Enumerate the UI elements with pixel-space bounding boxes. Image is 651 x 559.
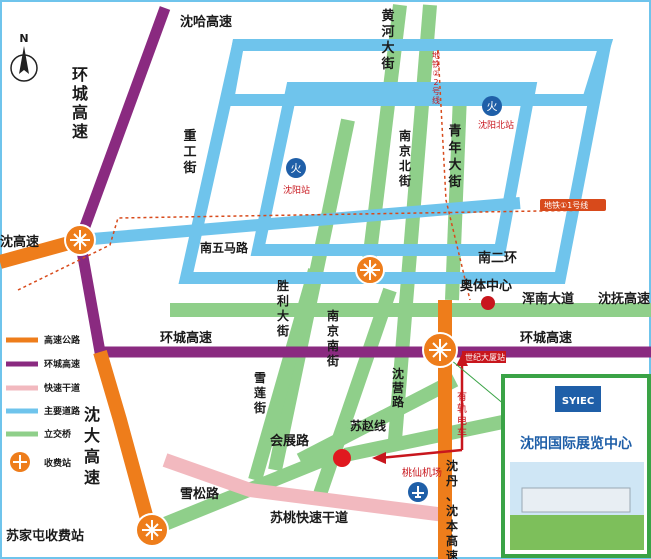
metro-line1-badge — [540, 199, 606, 211]
svg-text:火: 火 — [487, 100, 498, 113]
legend-label-main: 主要道路 — [44, 405, 81, 417]
label-shendan: 沈丹、沈本高速 — [446, 458, 458, 559]
venue-marker — [333, 449, 351, 467]
compass-n-label: N — [19, 32, 28, 45]
label-zhonggong: 重工街 — [182, 128, 196, 176]
label-shenyang-station: 沈阳站 — [283, 184, 310, 196]
olympic-center-marker — [481, 296, 495, 310]
label-xuesong: 雪松路 — [180, 486, 220, 502]
interchange-markers — [64, 224, 458, 547]
label-sutao: 苏桃快速干道 — [270, 510, 348, 526]
legend-label-toll: 收费站 — [44, 457, 71, 469]
interchange-icon-center — [355, 255, 385, 285]
place-labels: 沈阳站 沈阳北站 奥体中心 世纪大厦站 桃仙机场 地铁①1号线 — [283, 119, 606, 479]
label-nanwuma: 南五马路 — [200, 240, 249, 255]
label-suzhao: 苏赵线 — [350, 418, 386, 433]
label-shiji-dasha: 世纪大厦站 — [465, 352, 505, 362]
label-huancheng-right: 环城高速 — [520, 330, 572, 346]
label-tram: 有轨电车 — [457, 390, 467, 439]
legend-toll-icon — [10, 452, 30, 472]
label-shenyang-north: 沈阳北站 — [478, 119, 514, 131]
label-shenha: 沈哈高速 — [180, 14, 232, 30]
road-nanjing-south — [311, 287, 397, 503]
airport-icon — [408, 482, 428, 502]
legend-label-highway: 高速公路 — [44, 334, 81, 346]
label-metro-line1: 地铁①1号线 — [544, 200, 588, 210]
tram-arrow-head — [372, 452, 386, 464]
label-nan-erhuan: 南二环 — [478, 250, 517, 266]
highway-shenda — [93, 350, 157, 532]
label-shenfu: 沈抚高速 — [598, 291, 650, 307]
metro-lines — [17, 49, 601, 301]
legend-label-ring: 环城高速 — [44, 358, 80, 370]
road-qingnian — [445, 94, 467, 301]
label-nanjing-bei: 南京北街 — [398, 128, 411, 188]
label-shenda: 沈大高速 — [84, 405, 100, 487]
road-nanjing-north — [388, 4, 437, 441]
toll-icon-west — [64, 224, 96, 256]
legend: 高速公路 环城高速 快速干道 主要道路 立交桥 收费站 — [6, 334, 81, 472]
road-second-ring — [178, 39, 613, 284]
venue-card: SYIEC 沈阳国际展览中心 — [501, 374, 651, 558]
road-sutao — [162, 453, 446, 522]
label-shenying: 沈营路 — [392, 366, 405, 409]
pointer-line — [444, 354, 506, 406]
label-shengli: 胜利大街 — [276, 278, 289, 338]
vertical-labels: 环城高速 黄河大街 重工街 南京北街 青年大街 胜利大街 南京南街 雪莲街 沈营… — [72, 8, 467, 559]
label-huancheng-vertical: 环城高速 — [72, 65, 88, 141]
toll-icon-century — [422, 332, 458, 368]
legend-label-express: 快速干道 — [44, 382, 80, 394]
label-sujiatun: 苏家屯收费站 — [6, 528, 84, 544]
label-qingnian: 青年大街 — [447, 123, 461, 190]
road-inner-ring — [250, 82, 538, 256]
ring-nw — [74, 6, 171, 242]
label-huizhan: 会展路 — [270, 433, 310, 449]
compass-arrow-icon — [19, 46, 29, 74]
shenyang-north-station-icon: 火 — [482, 96, 502, 116]
century-badge — [462, 351, 506, 363]
metro-line1 — [17, 209, 601, 291]
station-icons: 火 火 — [286, 96, 502, 502]
label-xuelian: 雪莲街 — [253, 371, 266, 415]
tram-line-horizontal — [379, 448, 463, 460]
blue-roads — [79, 39, 614, 284]
label-nanjing-nan: 南京南街 — [326, 308, 339, 368]
toll-icon-sujiatun — [135, 513, 169, 547]
compass: N — [10, 32, 38, 82]
venue-logo-text: SYIEC — [562, 396, 594, 407]
venue-photo-building — [521, 487, 631, 513]
road-nanwuma-west — [79, 197, 521, 246]
venue-photo-ground — [510, 515, 644, 550]
label-airport: 桃仙机场 — [402, 466, 442, 479]
road-labels: 沈哈高速 沈高速 南五马路 南二环 浑南大道 沈抚高速 环城高速 环城高速 会展… — [0, 14, 650, 544]
legend-label-interchange: 立交桥 — [44, 428, 72, 440]
shenyang-station-icon: 火 — [286, 158, 306, 178]
venue-name: 沈阳国际展览中心 — [520, 435, 632, 452]
label-hunnan: 浑南大道 — [522, 291, 574, 307]
road-huizhan — [296, 373, 459, 467]
metro-line2 — [437, 49, 471, 301]
express-roads — [162, 453, 446, 522]
label-olympic-center: 奥体中心 — [460, 278, 512, 294]
label-shenliao: 沈高速 — [0, 234, 39, 250]
label-huanghe: 黄河大街 — [380, 8, 394, 72]
svg-text:火: 火 — [291, 162, 302, 175]
label-huancheng-left: 环城高速 — [160, 330, 212, 346]
venue-logo — [555, 386, 601, 412]
